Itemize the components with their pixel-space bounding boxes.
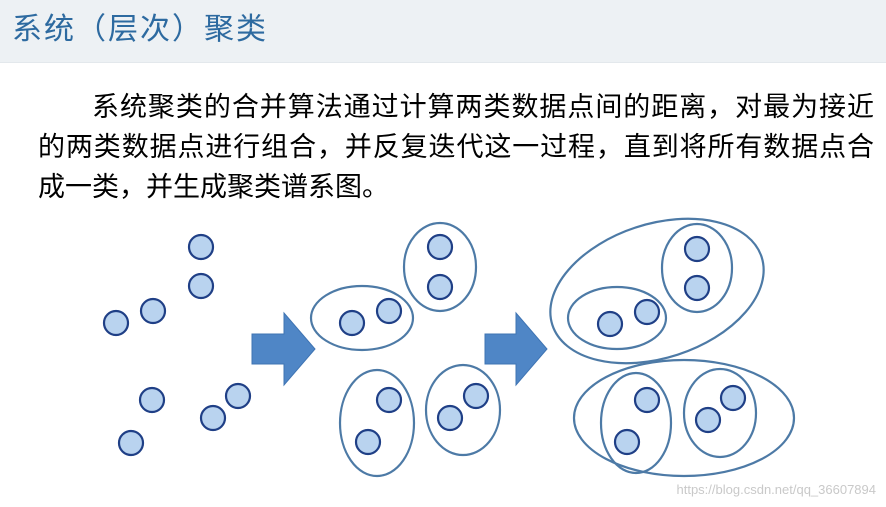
data-point <box>683 274 711 302</box>
cluster-ellipse-outer <box>549 217 765 365</box>
data-point <box>139 297 167 325</box>
description-paragraph: 系统聚类的合并算法通过计算两类数据点间的距离，对最为接近的两类数据点进行组合，并… <box>38 92 874 203</box>
data-point <box>187 272 215 300</box>
data-point <box>224 382 252 410</box>
cluster-ellipse <box>309 284 415 352</box>
data-point <box>338 309 366 337</box>
arrow-right-icon <box>251 311 316 387</box>
data-point <box>719 384 747 412</box>
data-point <box>426 273 454 301</box>
watermark: https://blog.csdn.net/qq_36607894 <box>676 482 877 497</box>
data-point <box>199 404 227 432</box>
data-point <box>102 309 130 337</box>
slide-title: 系统（层次）聚类 <box>12 12 268 47</box>
data-point <box>462 382 490 410</box>
cluster-ellipse <box>566 285 668 351</box>
data-point <box>375 297 403 325</box>
title-bar: 系统（层次）聚类 <box>0 0 886 63</box>
cluster-ellipse <box>682 367 758 459</box>
data-point <box>117 429 145 457</box>
stage-pairwise-clusters <box>309 221 502 478</box>
cluster-ellipse-outer <box>572 358 796 478</box>
data-point <box>694 406 722 434</box>
data-point <box>354 428 382 456</box>
stage-unclustered-points <box>102 233 252 457</box>
data-point <box>633 386 661 414</box>
data-point <box>596 310 624 338</box>
data-point <box>683 235 711 263</box>
cluster-ellipse <box>402 221 478 313</box>
cluster-ellipse <box>424 363 502 457</box>
data-point <box>613 428 641 456</box>
cluster-ellipse <box>660 222 734 314</box>
data-point <box>375 386 403 414</box>
cluster-ellipse <box>599 371 673 475</box>
stage-merged-clusters <box>549 217 796 478</box>
data-point <box>187 233 215 261</box>
data-point <box>426 233 454 261</box>
arrow-right-icon <box>484 311 548 387</box>
data-point <box>436 404 464 432</box>
data-point <box>138 386 166 414</box>
data-point <box>633 298 661 326</box>
cluster-ellipse <box>338 368 416 478</box>
